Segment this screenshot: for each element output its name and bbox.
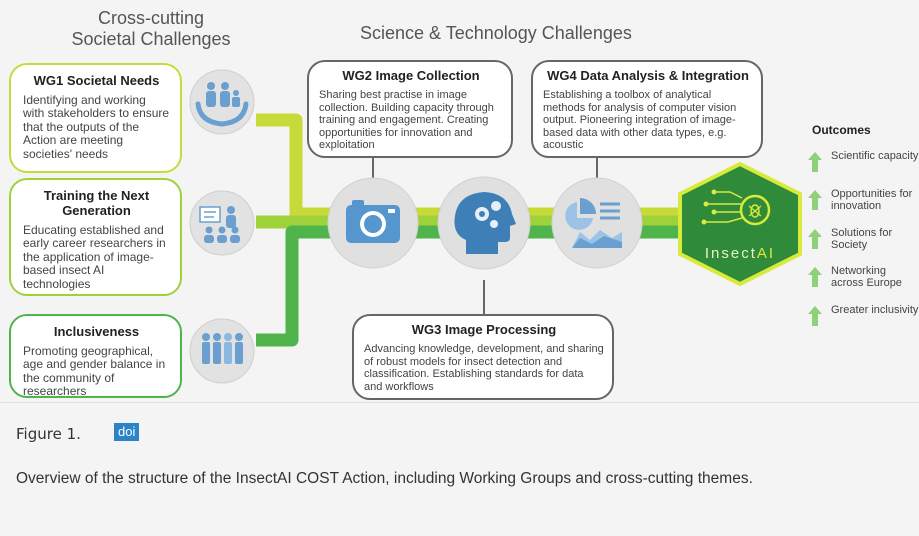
figure: InsectAI Cross-cutting Societal Challeng… — [0, 0, 919, 403]
wg2-title: WG2 Image Collection — [342, 68, 480, 83]
outcome-label: Scientific capacity — [831, 150, 919, 162]
logo-text-suffix: AI — [757, 245, 775, 262]
up-arrow-icon — [808, 306, 822, 326]
outcome-item: Greater inclusivity — [808, 304, 918, 332]
outcome-label: Greater inclusivity — [831, 304, 919, 316]
outcome-item: Scientific capacity — [808, 150, 918, 178]
family-icon — [189, 69, 255, 135]
outcome-label: Networking across Europe — [831, 265, 902, 289]
wg1-societal-needs-box: WG1 Societal Needs Identifying and worki… — [9, 63, 182, 173]
wg3-body: Advancing knowledge, development, and sh… — [364, 343, 604, 393]
outcome-label: Solutions for Society — [831, 227, 893, 251]
wg2-image-collection-box: WG2 Image Collection Sharing best practi… — [307, 60, 513, 158]
figure-label: Figure 1. — [16, 425, 81, 443]
header-cross-line2: Societal Challenges — [71, 29, 231, 49]
up-arrow-icon — [808, 190, 822, 210]
wg1-title: WG1 Societal Needs — [33, 73, 160, 88]
inclusiveness-box: Inclusiveness Promoting geographical, ag… — [9, 314, 182, 398]
outcome-item: Networking across Europe — [808, 265, 918, 293]
inclusiveness-body: Promoting geographical, age and gender b… — [23, 344, 166, 399]
wg1-body: Identifying and working with stakeholder… — [23, 93, 170, 161]
figure-caption: Figure 1. doi Overview of the structure … — [0, 403, 919, 536]
header-science-technology: Science & Technology Challenges — [360, 23, 632, 43]
people-icon — [189, 318, 255, 384]
up-arrow-icon — [808, 267, 822, 287]
up-arrow-icon — [808, 229, 822, 249]
training-icon — [189, 190, 255, 256]
wg4-data-analysis-box: WG4 Data Analysis & Integration Establis… — [531, 60, 763, 158]
training-body: Educating established and early career r… — [23, 223, 166, 291]
doi-link[interactable]: doi — [114, 423, 140, 441]
outcome-item: Solutions for Society — [808, 227, 918, 255]
logo-text-prefix: Insect — [705, 245, 757, 262]
up-arrow-icon — [808, 152, 822, 172]
wg4-body: Establishing a toolbox of analytical met… — [543, 89, 737, 152]
wg3-title: WG3 Image Processing — [411, 322, 557, 337]
svg-text:InsectAI: InsectAI — [705, 245, 775, 262]
camera-icon — [327, 177, 419, 269]
insectai-logo: InsectAI — [678, 161, 802, 287]
header-cross-line1: Cross-cutting — [97, 8, 205, 28]
diagram-graphics: InsectAI — [189, 69, 802, 384]
wg4-title: WG4 Data Analysis & Integration — [547, 68, 749, 83]
ai-head-icon — [437, 176, 531, 270]
outcomes-title: Outcomes — [812, 123, 871, 137]
outcome-item: Opportunities for innovation — [808, 188, 918, 216]
wg2-body: Sharing best practise in image collectio… — [319, 89, 494, 152]
caption-text: Overview of the structure of the InsectA… — [16, 470, 753, 487]
chart-icon — [551, 177, 643, 269]
training-title: Training the Next Generation — [43, 188, 150, 218]
header-cross-cutting: Cross-cutting Societal Challenges — [56, 8, 246, 50]
training-next-generation-box: Training the Next Generation Educating e… — [9, 178, 182, 296]
inclusiveness-title: Inclusiveness — [53, 324, 140, 339]
wg3-image-processing-box: WG3 Image Processing Advancing knowledge… — [352, 314, 614, 400]
outcome-label: Opportunities for innovation — [831, 188, 913, 212]
